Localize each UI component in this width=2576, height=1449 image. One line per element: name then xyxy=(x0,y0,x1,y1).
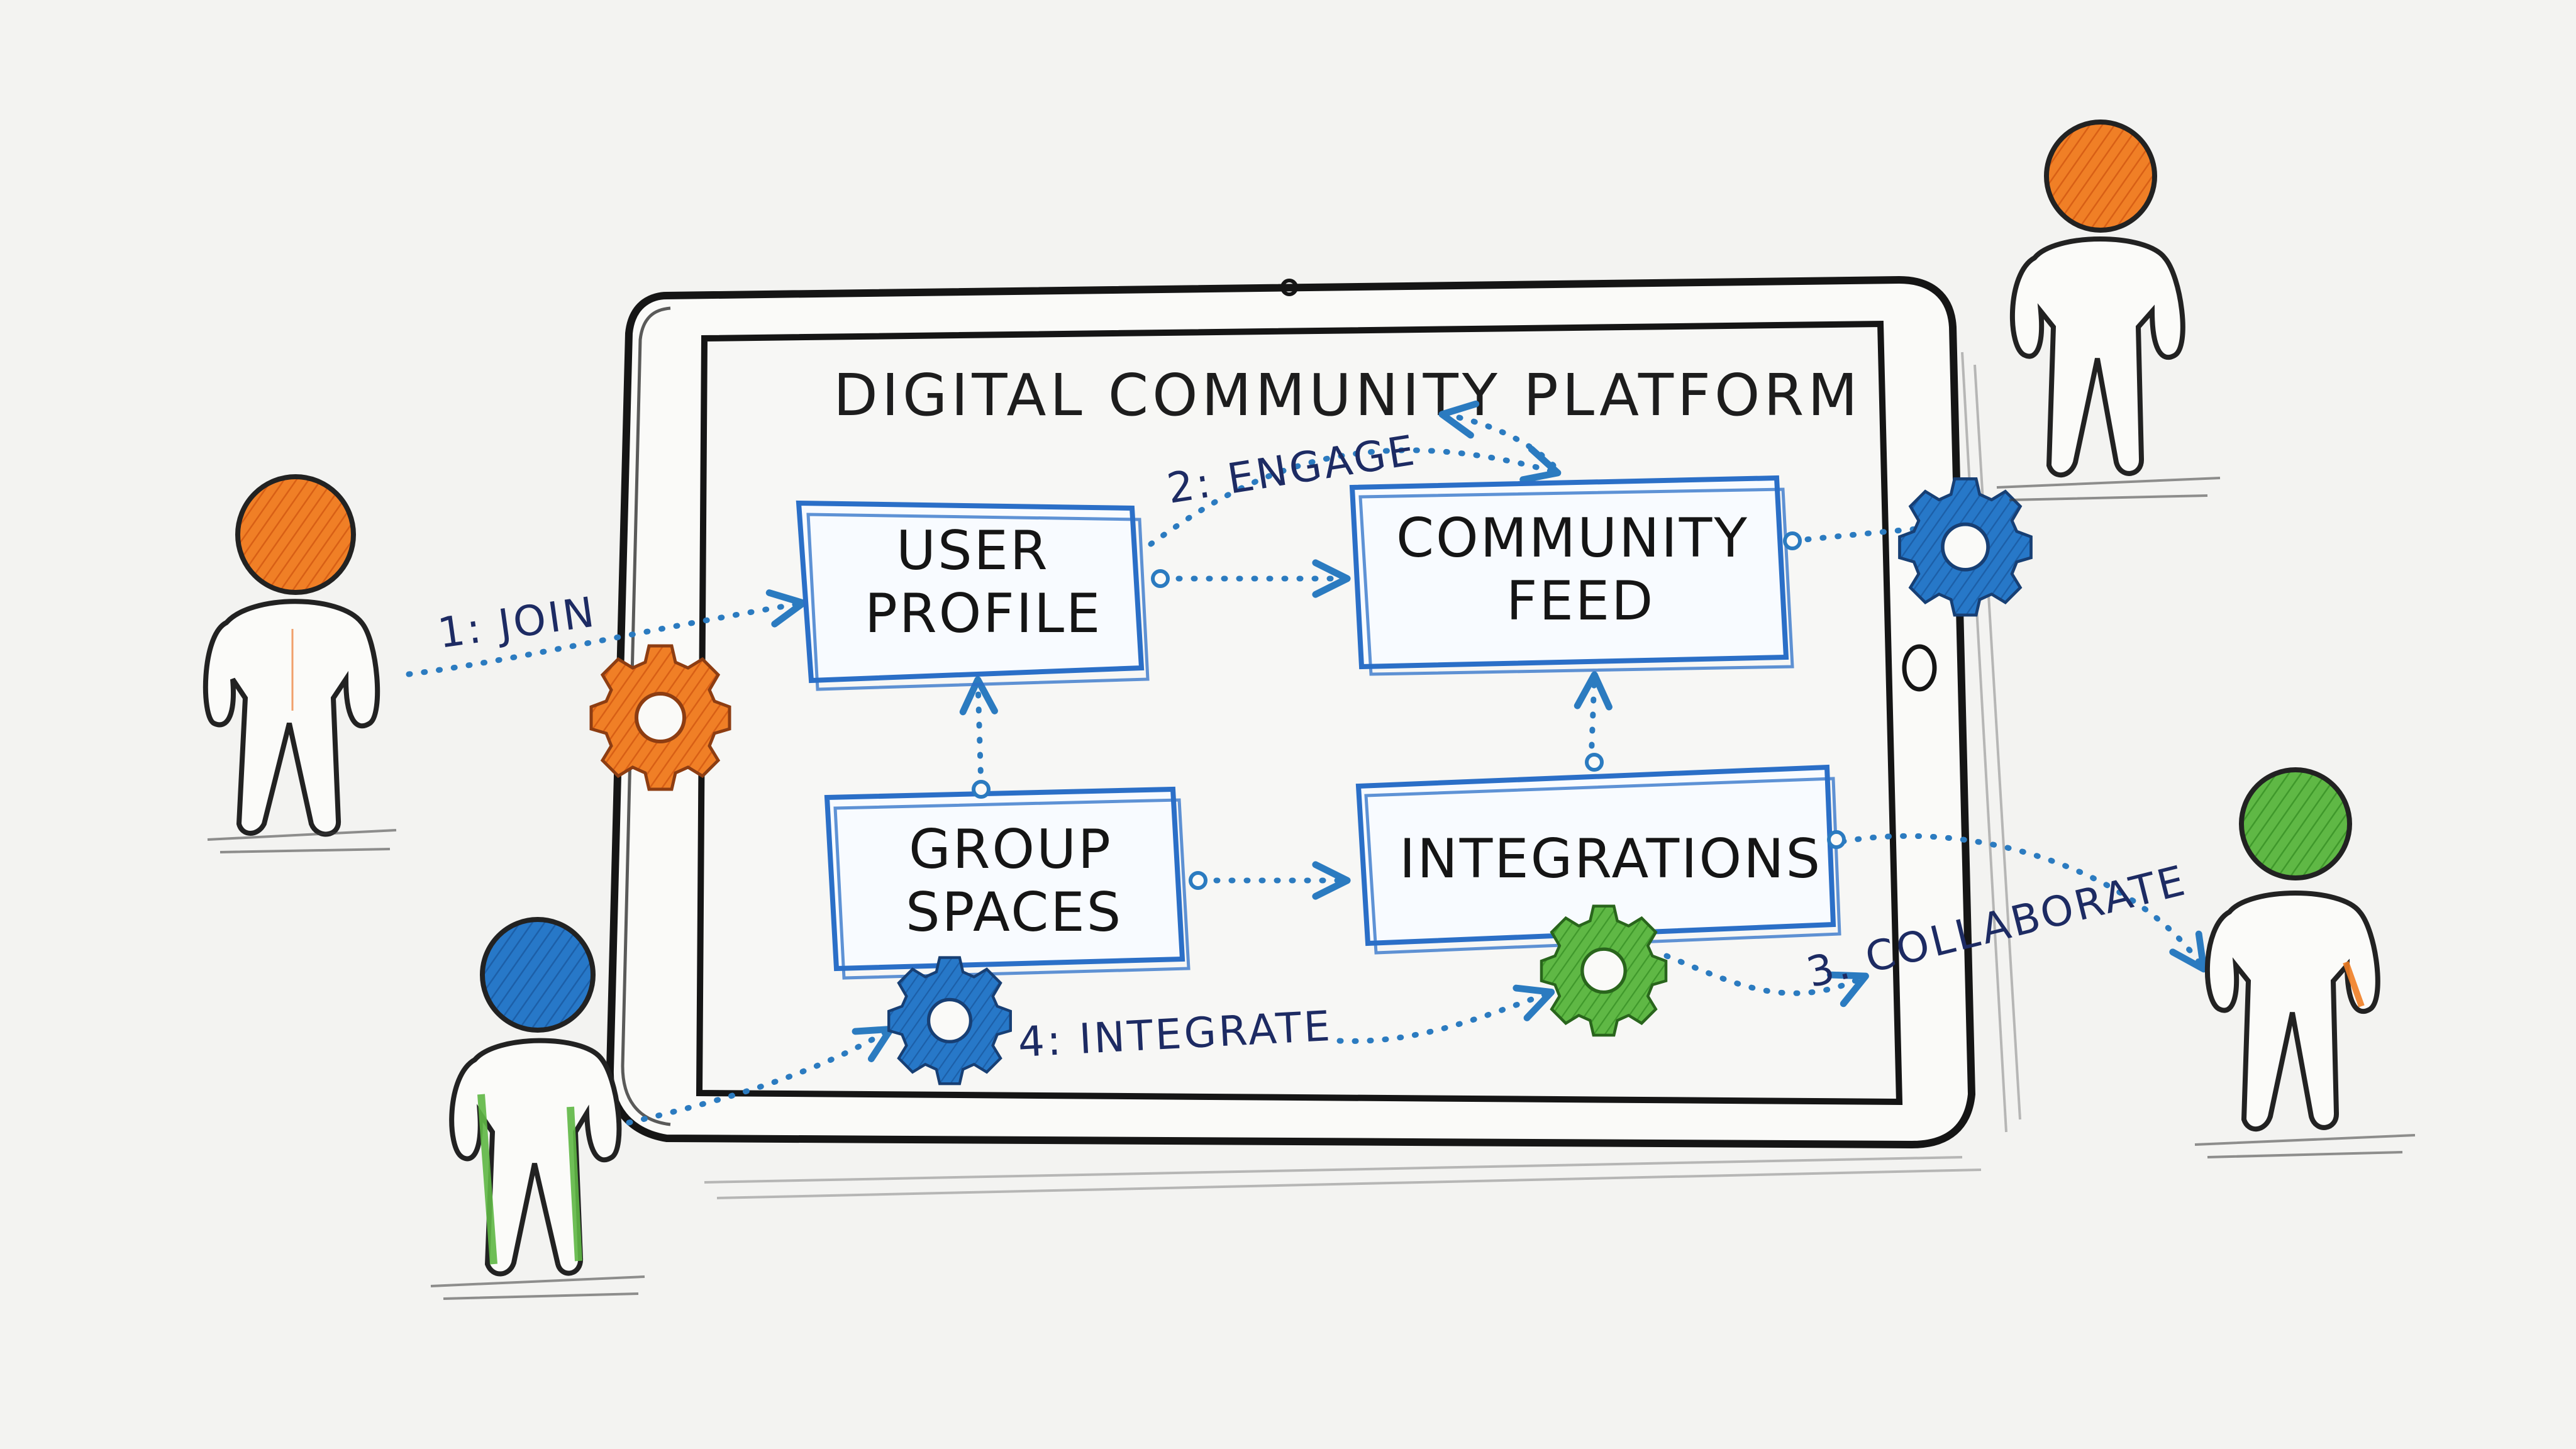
connector-integrate xyxy=(626,1025,894,1126)
diagram-title: DIGITAL COMMUNITY PLATFORM xyxy=(833,362,1862,429)
connector-join xyxy=(406,589,807,677)
gear-icon xyxy=(1540,904,1668,1037)
camera-dot xyxy=(1280,279,1298,296)
connector-integrate-path xyxy=(1336,984,1555,1044)
node-label-community-feed-line2: FEED xyxy=(1506,570,1655,633)
connector-collaborate-person xyxy=(1840,833,2207,973)
person-icon xyxy=(203,474,397,853)
node-community-feed: COMMUNITY FEED xyxy=(1349,475,1794,676)
connector-engage xyxy=(1148,445,1562,547)
connector-group-profile xyxy=(959,676,998,789)
node-label-community-feed-line1: COMMUNITY xyxy=(1396,507,1749,570)
node-label-group-spaces-line1: GROUP xyxy=(909,818,1113,881)
node-user-profile: USER PROFILE xyxy=(796,500,1150,691)
node-group-spaces: GROUP SPACES xyxy=(824,786,1191,980)
person-icon xyxy=(1996,119,2221,501)
gear-icon xyxy=(1898,477,2033,617)
home-button xyxy=(1902,644,1937,692)
node-label-group-spaces-line2: SPACES xyxy=(906,881,1123,944)
connector-feed-top xyxy=(1438,400,1557,469)
connectors xyxy=(406,400,2207,1126)
person-icon xyxy=(2194,767,2416,1158)
connector-feed-gear xyxy=(1789,525,1928,544)
gear-icon xyxy=(589,644,731,791)
connector-nodes xyxy=(972,531,1846,890)
person-icon xyxy=(430,917,645,1300)
node-label-user-profile-line2: PROFILE xyxy=(865,582,1102,645)
connector-integrations-feed xyxy=(1574,671,1613,764)
node-integrations: INTEGRATIONS xyxy=(1355,764,1841,955)
node-label-user-profile-line1: USER xyxy=(896,519,1050,582)
gear-icon xyxy=(887,956,1012,1085)
node-label-integrations: INTEGRATIONS xyxy=(1399,828,1822,891)
